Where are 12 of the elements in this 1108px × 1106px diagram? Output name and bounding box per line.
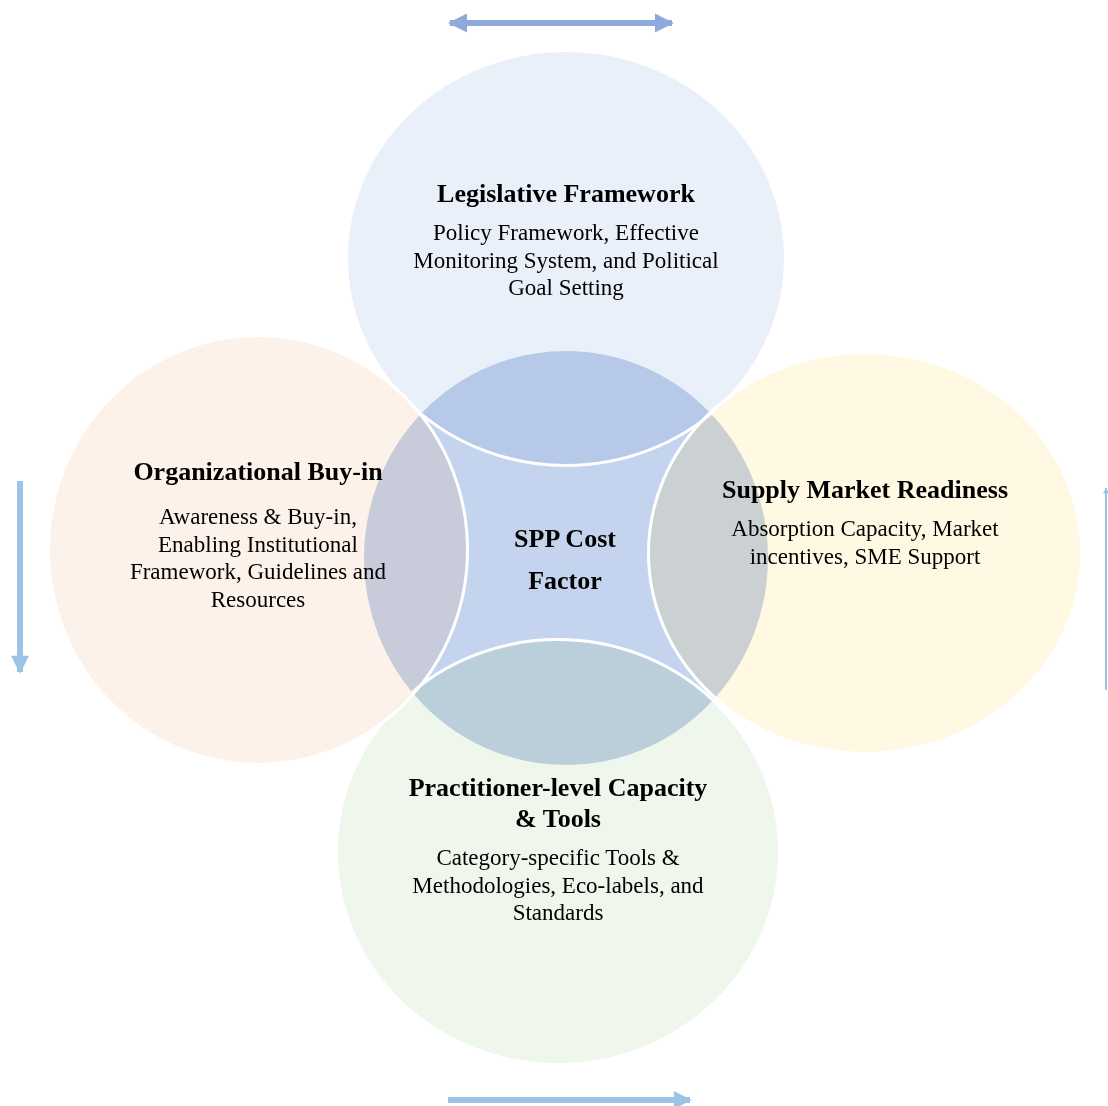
factor-heading: Organizational Buy-in xyxy=(132,456,384,488)
factor-heading: Practitioner-level Capacity & Tools xyxy=(407,772,709,834)
factor-circle xyxy=(47,334,469,766)
factor-circle xyxy=(335,638,781,1066)
factor-description: Category-specific Tools & Methodologies, Eco-labels, and Standards xyxy=(411,844,705,927)
factor-circle xyxy=(647,351,1083,755)
factor-description: Awareness & Buy-in, Enabling Institutional Framework, Guidelines and Resources xyxy=(128,503,388,613)
factor-heading: Legislative Framework xyxy=(436,178,696,209)
factor-heading: SPP Cost Factor xyxy=(513,523,617,597)
factor-description: Policy Framework, Effective Monitoring System, and Political Goal Setting xyxy=(412,219,720,302)
factor-description: Absorption Capacity, Market incentives, SME Support xyxy=(730,515,1000,570)
factor-heading: Supply Market Readiness xyxy=(720,475,1009,505)
